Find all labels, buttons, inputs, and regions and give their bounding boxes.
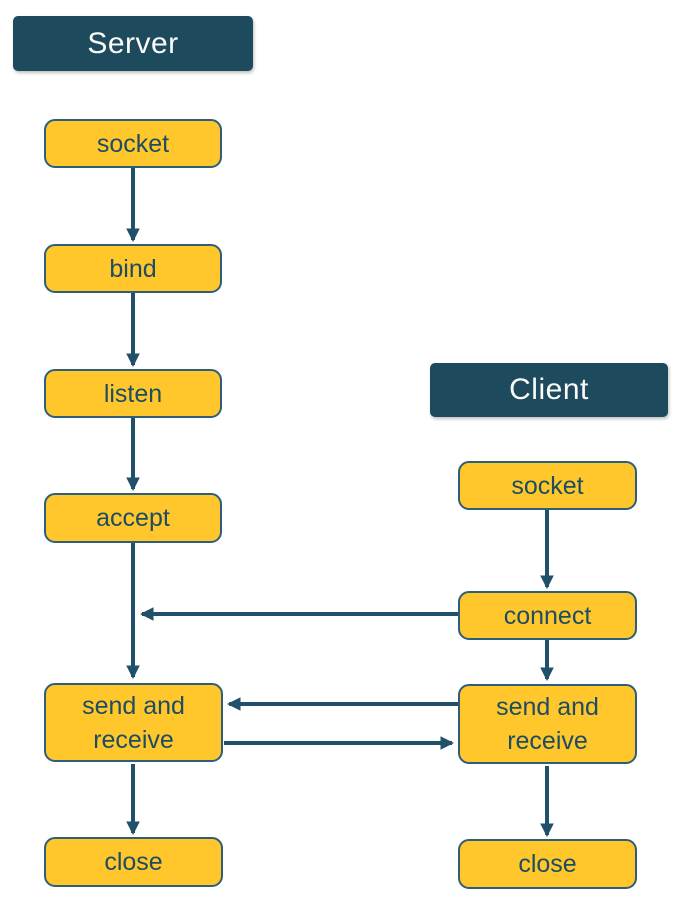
node-server-bind: bind (44, 244, 222, 293)
node-client-connect: connect (458, 591, 637, 640)
node-client-send-receive: send and receive (458, 684, 637, 764)
node-server-socket: socket (44, 119, 222, 168)
node-client-socket: socket (458, 461, 637, 510)
node-server-listen: listen (44, 369, 222, 418)
node-server-send-receive: send and receive (44, 683, 223, 762)
client-header: Client (430, 363, 668, 417)
node-client-close: close (458, 839, 637, 889)
server-header: Server (13, 16, 253, 71)
node-server-close: close (44, 837, 223, 887)
node-server-accept: accept (44, 493, 222, 543)
